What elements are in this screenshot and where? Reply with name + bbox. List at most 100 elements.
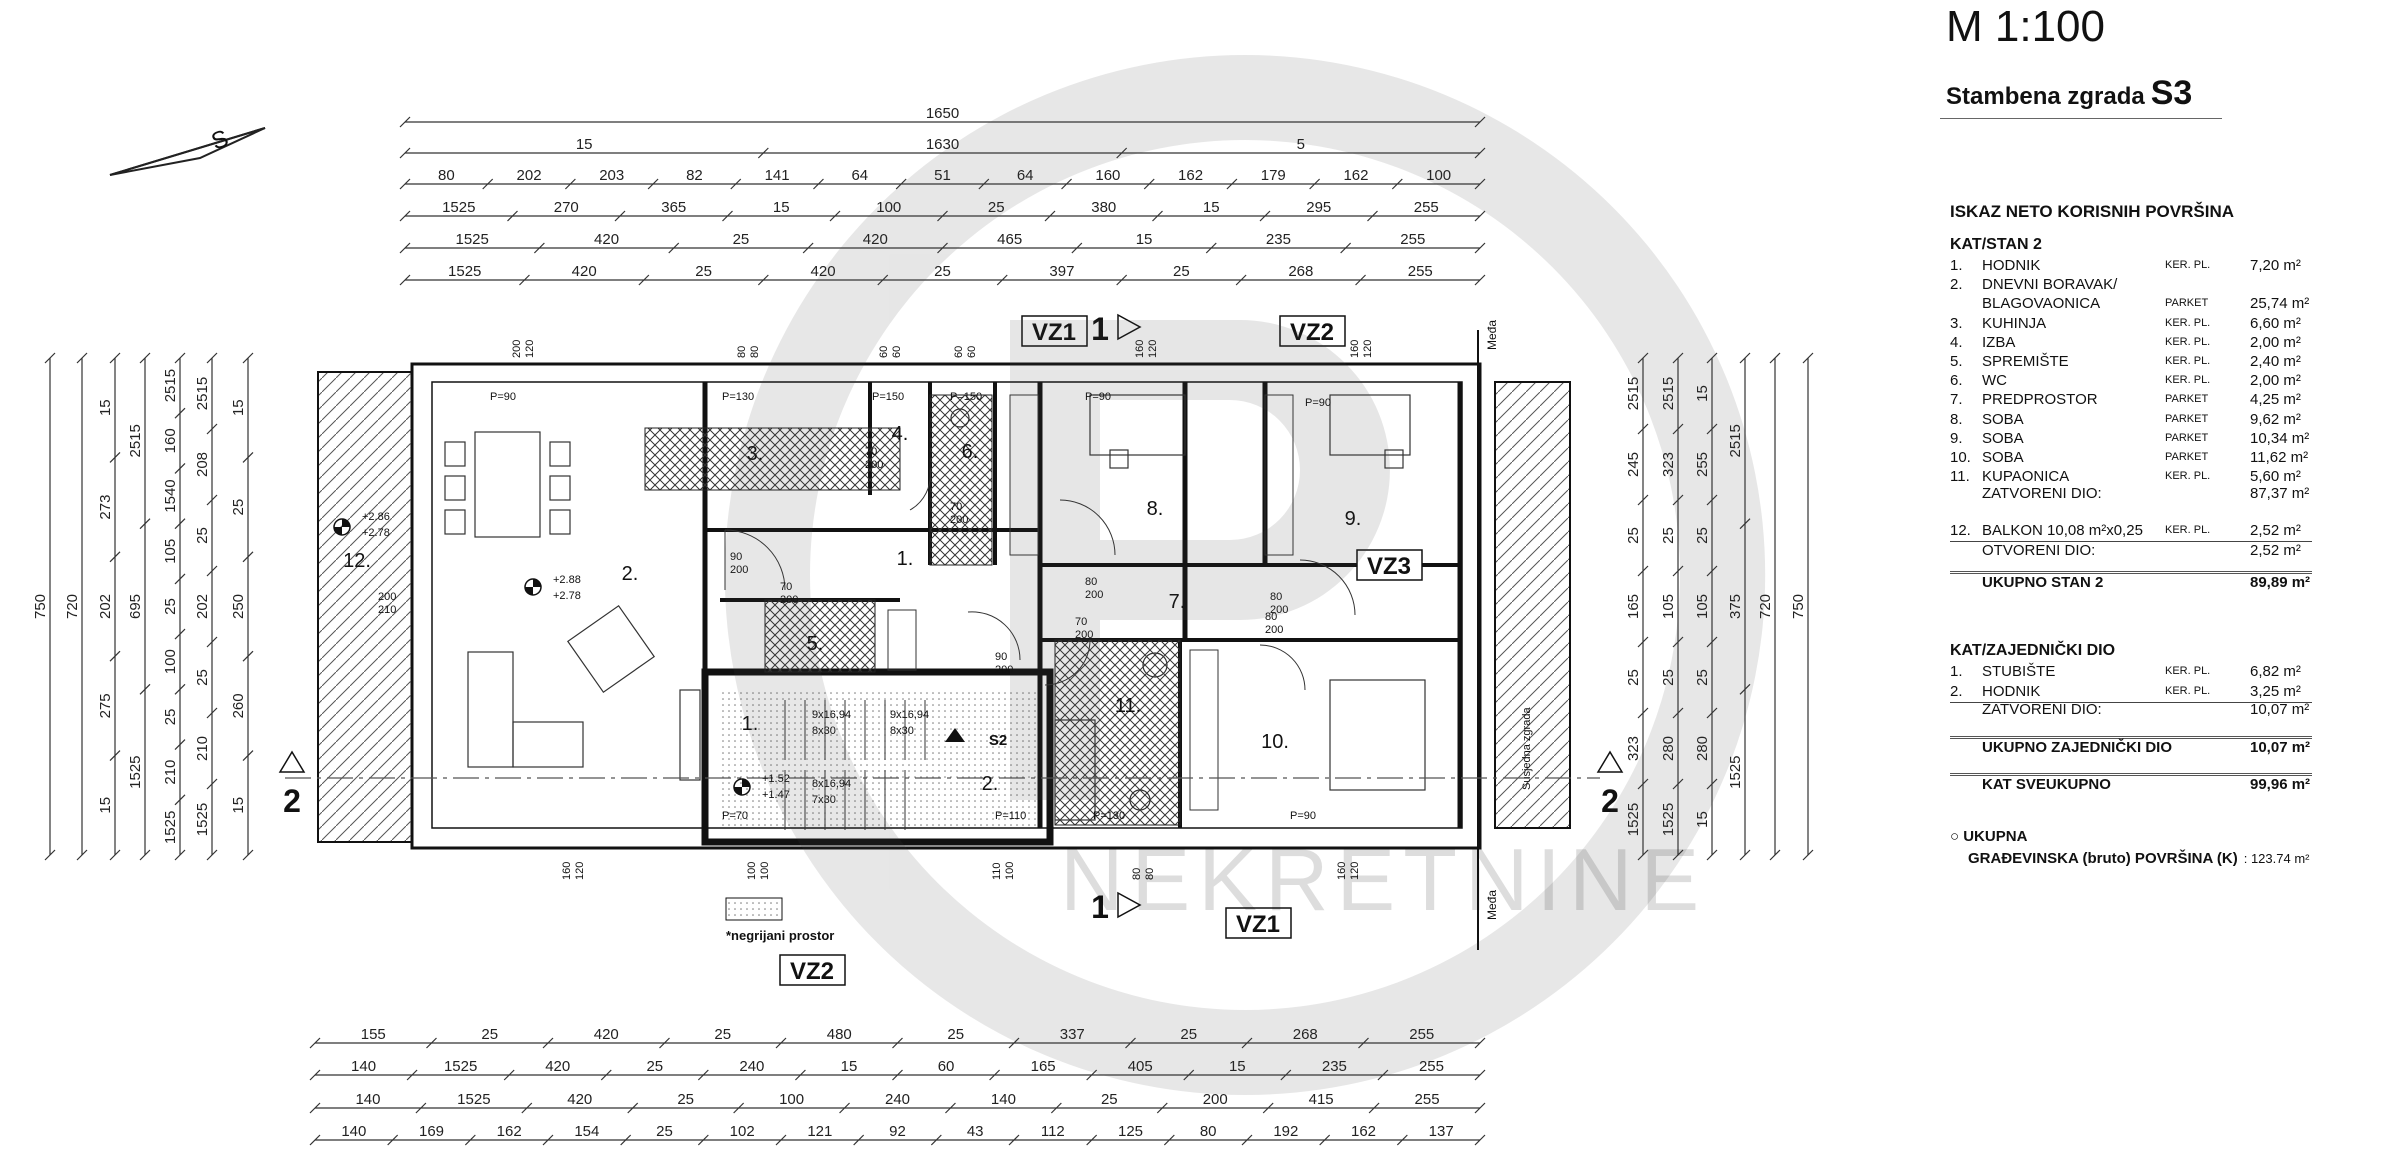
room-number: 6. [962, 441, 979, 463]
dimension-line [1706, 707, 1718, 719]
area-cell-ar: 25,74 m² [2250, 295, 2310, 313]
opening-label: P=90 [1085, 391, 1111, 403]
area-cell-ar: 10,07 m² [2250, 701, 2310, 718]
dimension-label: 420 [594, 1026, 619, 1043]
dimension-line [309, 1037, 321, 1049]
dimension-label: 245 [1625, 452, 1642, 477]
area-cell-fl: KER. PL. [2165, 335, 2211, 348]
area-cell-ar: 6,60 m² [2250, 314, 2301, 332]
area-cell-ar: 2,00 m² [2250, 372, 2301, 390]
area-cell-n: 9. [1950, 429, 1963, 447]
door-size: 200 [950, 514, 968, 526]
dimension-line [109, 352, 121, 364]
dimension-line [521, 1102, 533, 1114]
dimension-line [877, 274, 889, 286]
dimension-line [1672, 636, 1684, 648]
dimension-label: 15 [1229, 1058, 1246, 1075]
window-height: 120 [1362, 340, 1374, 358]
section-label: VZ1 [1032, 319, 1076, 346]
dimension-line [996, 274, 1008, 286]
dimension-label: 25 [1625, 527, 1642, 544]
dimension-label: 25 [1101, 1091, 1118, 1108]
dimension-label: 25 [194, 527, 211, 544]
dimension-line [1672, 778, 1684, 790]
dimension-label: 2515 [1625, 377, 1642, 410]
door-size: 200 [865, 459, 883, 471]
dimension-line [564, 178, 576, 190]
area-cell-n: 5. [1950, 353, 1963, 370]
dimension-line [1355, 274, 1366, 286]
window-height: 80 [749, 346, 761, 358]
dimension-label: 25 [1625, 669, 1642, 686]
dimension-line [1241, 1037, 1253, 1049]
stair-spec: 7x30 [812, 794, 836, 806]
dimension-label: 25 [677, 1091, 694, 1108]
area-cell-fl: KER. PL. [2165, 316, 2211, 329]
dimension-line [1474, 1037, 1486, 1049]
dimension-line [139, 683, 151, 695]
area-cell-ar: 9,62 m² [2250, 410, 2301, 428]
area-cell-n: 1. [1950, 257, 1963, 274]
dimension-line [109, 551, 121, 563]
dimension-line [1086, 1134, 1098, 1146]
room-number: 4. [892, 423, 909, 445]
gross-area-line: GRAĐEVINSKA (bruto) POVRŠINA (K): 123.74… [1968, 850, 2310, 867]
window-height: 120 [1349, 862, 1361, 880]
dimension-line [1050, 1102, 1062, 1114]
window-height: 160 [1336, 862, 1348, 880]
area-cell-n: 6. [1950, 372, 1963, 390]
dimension-line [1637, 778, 1649, 790]
door-size: 90 [995, 651, 1007, 663]
dimension-label: 2515 [162, 369, 179, 402]
dimension-line [399, 210, 411, 222]
dimension-line [757, 147, 769, 159]
window-height: 160 [1134, 340, 1146, 358]
area-cell-ar: 11,62 m² [2250, 449, 2309, 466]
dimension-label: 100 [1426, 167, 1451, 184]
dimension-label: 1540 [162, 479, 179, 512]
level-label: +1.47 [762, 789, 790, 801]
dimension-line [242, 551, 254, 563]
dimension-label: 25 [1173, 263, 1190, 280]
unheated-stair-area [722, 690, 1040, 830]
dimension-line [1706, 565, 1718, 577]
window-height: 100 [759, 862, 771, 880]
level-label: +2.78 [553, 590, 581, 602]
dimension-label: 154 [574, 1123, 599, 1140]
cut-mark: 1 [1091, 889, 1109, 925]
dimension-line [174, 518, 186, 530]
area-cell-fl: KER. PL. [2165, 259, 2211, 271]
dimension-line [1672, 707, 1684, 719]
window-height: 60 [966, 346, 978, 358]
gross-area-value: : 123.74 m² [2243, 851, 2310, 866]
dimension-line [1377, 1069, 1389, 1081]
dimension-label: 121 [807, 1123, 832, 1140]
dimension-line [399, 242, 411, 254]
dimension-label: 240 [885, 1091, 910, 1108]
door-size: 80 [1085, 576, 1097, 588]
dimension-line [1391, 178, 1403, 190]
dimension-label: 203 [599, 167, 624, 184]
dimension-line [620, 1134, 632, 1146]
dimension-label: 105 [1694, 594, 1711, 619]
area-cell-ar: 2,40 m² [2250, 353, 2301, 370]
dimension-label: 15 [97, 797, 114, 814]
area-cell-nm: SOBA [1982, 449, 2024, 466]
dimension-label: 141 [765, 167, 790, 184]
dimension-label: 162 [1178, 167, 1203, 184]
dimension-line [1637, 494, 1649, 506]
room-number: 3. [747, 443, 764, 465]
dimension-label: 420 [863, 231, 888, 248]
dimension-label: 240 [739, 1058, 764, 1075]
room-number: 11. [1115, 695, 1141, 717]
room-number: 9. [1345, 508, 1362, 530]
boundary-label: Međa [1485, 890, 1499, 920]
dimension-line [1071, 242, 1083, 254]
door-size: 70 [865, 446, 877, 458]
cut-mark-icons [278, 313, 1624, 919]
